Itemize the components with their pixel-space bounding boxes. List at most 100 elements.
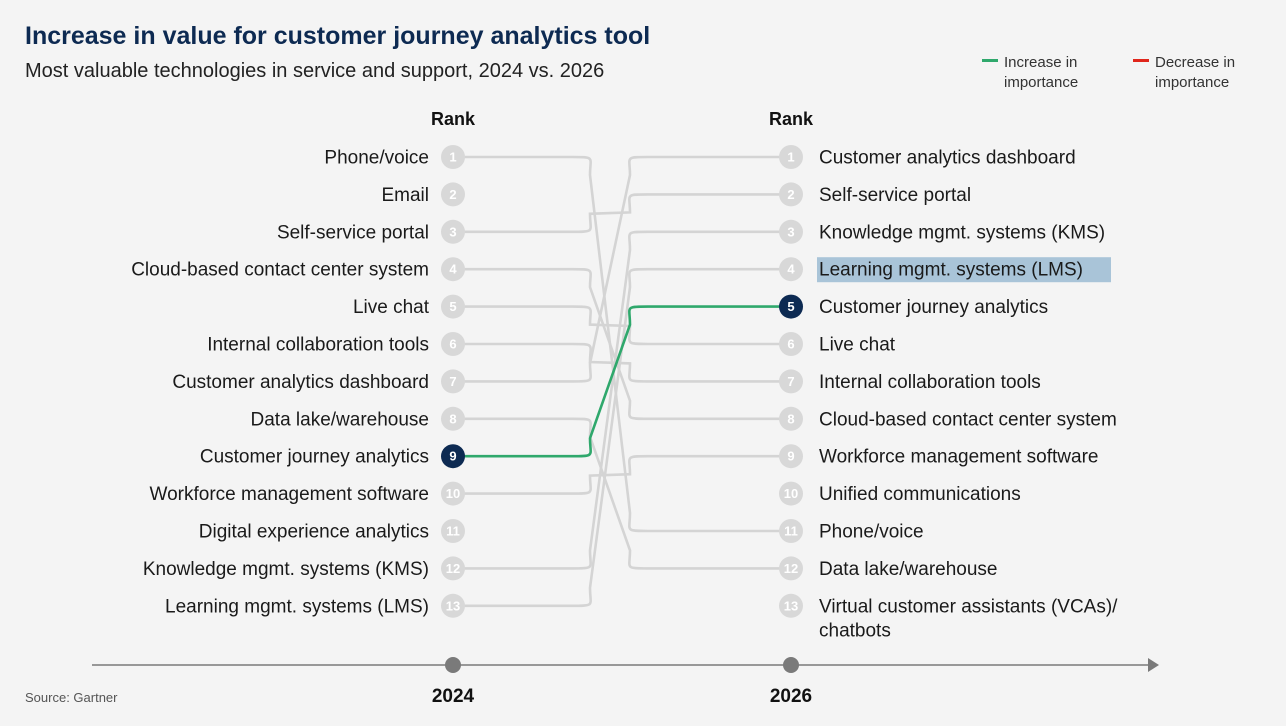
rank-number-2024-4: 4	[449, 262, 457, 277]
rank-badge-2026-2	[779, 182, 803, 207]
label-2026-cloud-based-contact-center-system: Cloud-based contact center system	[819, 409, 1117, 430]
rank-badge-2026-10	[779, 481, 803, 506]
label-2026-customer-journey-analytics: Customer journey analytics	[819, 297, 1048, 318]
label-2024-knowledge-mgmt-systems-kms: Knowledge mgmt. systems (KMS)	[143, 559, 429, 580]
rank-badge-2026-1	[779, 145, 803, 169]
rank-number-2024-11: 11	[446, 524, 460, 539]
rank-number-2024-10: 10	[446, 486, 460, 501]
timeline-dot-2026	[783, 657, 799, 673]
rank-number-2024-3: 3	[449, 224, 456, 239]
rank-badge-2024-4	[441, 257, 465, 282]
timeline-axis: 2024 2026	[92, 657, 1159, 707]
chart-title: Increase in value for customer journey a…	[25, 22, 651, 50]
ranks-2026: Rank 1 Customer analytics dashboard 2 Self-s…	[769, 109, 1118, 641]
year-label-2024: 2024	[432, 686, 475, 707]
rank-badge-2024-11	[441, 519, 465, 543]
label-2024-workforce-management-software: Workforce management software	[150, 484, 430, 505]
rank-badge-2024-1	[441, 145, 465, 169]
rank-badge-2026-11	[779, 519, 803, 543]
rank-badge-2024-6	[441, 332, 465, 356]
connector-line-highlight	[463, 305, 781, 458]
label-2024-data-lake-warehouse: Data lake/warehouse	[251, 409, 430, 430]
label-2026-workforce-management-software: Workforce management software	[819, 447, 1099, 468]
rank-number-2024-6: 6	[449, 337, 456, 352]
rank-badge-2024-9	[441, 444, 465, 469]
year-label-2026: 2026	[770, 686, 812, 707]
rank-badge-2026-8	[779, 406, 803, 431]
label-2026-data-lake-warehouse: Data lake/warehouse	[819, 559, 998, 580]
connector-line-live-chat	[463, 305, 781, 346]
rank-number-2026-5: 5	[787, 299, 794, 314]
rank-header-2024: Rank	[431, 109, 476, 129]
label-2024-live-chat: Live chat	[353, 297, 430, 318]
highlight-line	[463, 305, 781, 458]
label-2024-cloud-based-contact-center-system: Cloud-based contact center system	[131, 260, 429, 281]
rank-number-2024-1: 1	[449, 150, 456, 165]
label-2026-phone-voice: Phone/voice	[819, 522, 924, 543]
label-2024-phone-voice: Phone/voice	[324, 148, 429, 169]
timeline-dot-2024	[445, 657, 461, 673]
connector-line-learning-mgmt-systems-lms	[463, 267, 781, 608]
rank-badge-2024-3	[441, 219, 465, 244]
ranks-2024: Rank 1 Phone/voice 2 Email 3 Self-service port…	[131, 109, 476, 618]
rank-badge-2024-2	[441, 182, 465, 207]
chart-subtitle: Most valuable technologies in service an…	[25, 60, 605, 82]
rank-badge-2026-4	[779, 257, 803, 282]
rank-badge-2026-13	[779, 593, 803, 618]
rank-badge-2024-12	[441, 556, 465, 581]
rank-number-2024-12: 12	[446, 561, 460, 576]
rank-number-2026-13: 13	[784, 598, 798, 613]
label-2026-internal-collaboration-tools: Internal collaboration tools	[819, 372, 1041, 393]
label-2026-learning-mgmt-systems-lms: Learning mgmt. systems (LMS)	[819, 260, 1083, 281]
source-note: Source: Gartner	[25, 690, 118, 705]
label-2026-self-service-portal: Self-service portal	[819, 185, 971, 206]
legend-label-increase: Increase in importance	[1004, 54, 1079, 91]
label-2026-live-chat: Live chat	[819, 335, 896, 356]
connector-line-self-service-portal	[463, 193, 781, 234]
rank-badge-2026-6	[779, 332, 803, 356]
rank-number-2026-6: 6	[787, 337, 794, 352]
rank-number-2024-2: 2	[449, 187, 456, 202]
label-2024-internal-collaboration-tools: Internal collaboration tools	[207, 335, 429, 356]
rank-number-2026-12: 12	[784, 561, 798, 576]
label-2026-virtual-customer-assistants-vcas-chatbots: Virtual customer assistants (VCAs)/chatb…	[819, 596, 1118, 641]
label-2026-knowledge-mgmt-systems-kms: Knowledge mgmt. systems (KMS)	[819, 222, 1105, 243]
rank-number-2026-3: 3	[787, 224, 794, 239]
label-2024-customer-journey-analytics: Customer journey analytics	[200, 447, 429, 468]
rank-number-2026-11: 11	[784, 524, 798, 539]
rank-number-2026-8: 8	[787, 411, 794, 426]
connector-line-workforce-management-software	[463, 454, 781, 495]
connector-lines	[463, 155, 781, 608]
rank-number-2024-13: 13	[446, 598, 460, 613]
rank-badge-2024-5	[441, 294, 465, 319]
text-selection-highlight	[817, 257, 1111, 283]
rank-badge-2026-3	[779, 219, 803, 244]
label-2024-digital-experience-analytics: Digital experience analytics	[199, 522, 429, 543]
label-2024-learning-mgmt-systems-lms: Learning mgmt. systems (LMS)	[165, 596, 429, 617]
label-2026-customer-analytics-dashboard: Customer analytics dashboard	[819, 148, 1076, 169]
legend-label-decrease: Decrease in importance	[1155, 54, 1236, 91]
rank-badge-2024-7	[441, 369, 465, 394]
rank-badge-2026-5	[779, 294, 803, 319]
rank-number-2024-7: 7	[449, 374, 456, 389]
connector-line-internal-collaboration-tools	[463, 342, 781, 383]
rank-number-2024-9: 9	[449, 449, 456, 464]
rank-badge-2026-12	[779, 556, 803, 581]
rank-badge-2026-9	[779, 444, 803, 469]
label-2026-unified-communications: Unified communications	[819, 484, 1021, 505]
connector-line-customer-analytics-dashboard	[463, 155, 781, 383]
label-2024-customer-analytics-dashboard: Customer analytics dashboard	[172, 372, 429, 393]
legend-swatch-increase	[982, 59, 998, 62]
label-2024-self-service-portal: Self-service portal	[277, 222, 429, 243]
rank-header-2026: Rank	[769, 109, 814, 129]
rank-number-2026-2: 2	[787, 187, 794, 202]
label-2024-email: Email	[381, 185, 429, 206]
rank-number-2024-5: 5	[449, 299, 456, 314]
connector-line-knowledge-mgmt-systems-kms	[463, 230, 781, 570]
rank-badge-2024-8	[441, 406, 465, 431]
rank-badge-2026-7	[779, 369, 803, 394]
connector-line-cloud-based-contact-center-system	[463, 267, 781, 421]
rank-number-2026-1: 1	[787, 150, 794, 165]
rank-badge-2024-13	[441, 593, 465, 618]
